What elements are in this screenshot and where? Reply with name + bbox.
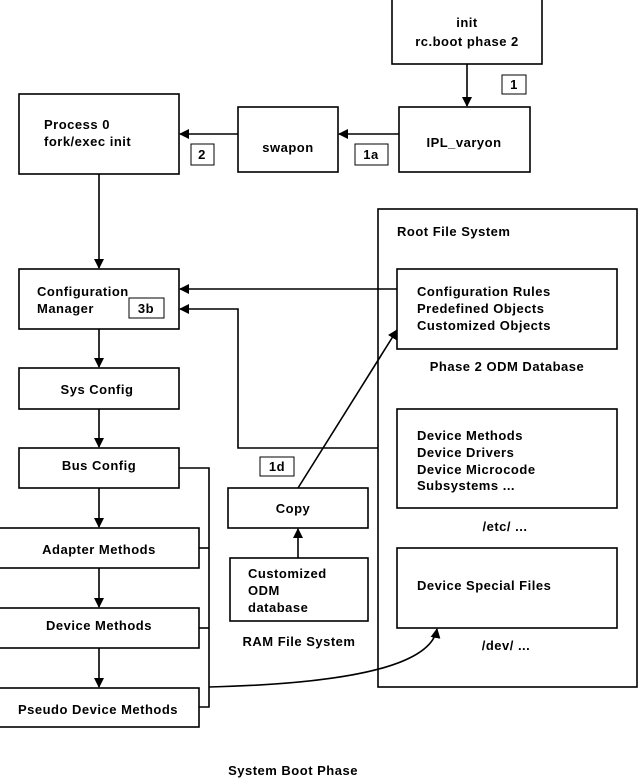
customized-odm-line-3: database bbox=[248, 600, 308, 615]
arrow-copy-to-odm bbox=[297, 329, 398, 489]
odm-line-1: Configuration Rules bbox=[417, 284, 551, 299]
diagram-caption: System Boot Phase bbox=[228, 763, 358, 778]
odm-line-3: Customized Objects bbox=[417, 318, 551, 333]
odm-objects-box: Configuration Rules Predefined Objects C… bbox=[396, 268, 618, 350]
root-file-system-label: Root File System bbox=[397, 224, 510, 239]
etc-line-1: Device Methods bbox=[417, 428, 523, 443]
process0-line-1: Process 0 bbox=[44, 117, 110, 132]
methods-bracket-line bbox=[179, 467, 210, 708]
customized-odm-box: Customized ODM database bbox=[229, 557, 369, 622]
config-manager-line-2: Manager bbox=[37, 301, 94, 316]
adapter-methods-box: Adapter Methods bbox=[0, 527, 200, 569]
step-tag-3b-text: 3b bbox=[138, 301, 154, 316]
swapon-label: swapon bbox=[262, 140, 313, 155]
copy-label: Copy bbox=[276, 501, 311, 516]
process0-line-2: fork/exec init bbox=[44, 134, 131, 149]
step-tag-1d bbox=[259, 456, 295, 477]
dev-contents-label: Device Special Files bbox=[417, 578, 551, 593]
pseudo-device-methods-box: Pseudo Device Methods bbox=[0, 687, 200, 728]
pseudo-device-methods-label: Pseudo Device Methods bbox=[18, 702, 178, 717]
process0-box: Process 0 fork/exec init bbox=[18, 93, 180, 175]
step-tag-2 bbox=[190, 143, 215, 166]
dev-label: /dev/ ... bbox=[482, 638, 531, 653]
init-line-1: init bbox=[456, 15, 478, 30]
swapon-box: swapon bbox=[237, 106, 339, 173]
sys-config-box: Sys Config bbox=[18, 367, 180, 410]
etc-line-2: Device Drivers bbox=[417, 445, 514, 460]
copy-box: Copy bbox=[227, 487, 369, 529]
etc-line-4: Subsystems ... bbox=[417, 478, 515, 493]
step-tag-1-text: 1 bbox=[510, 77, 518, 92]
device-methods-box: Device Methods bbox=[0, 607, 200, 649]
customized-odm-line-1: Customized bbox=[248, 566, 327, 581]
config-manager-line-1: Configuration bbox=[37, 284, 129, 299]
etc-label: /etc/ ... bbox=[483, 519, 528, 534]
ipl-varyon-box: IPL_varyon bbox=[398, 106, 531, 173]
ipl-varyon-label: IPL_varyon bbox=[426, 135, 501, 150]
phase2-odm-label: Phase 2 ODM Database bbox=[430, 359, 585, 374]
step-tag-3b bbox=[128, 297, 165, 319]
odm-line-2: Predefined Objects bbox=[417, 301, 544, 316]
step-tag-1a-text: 1a bbox=[363, 147, 379, 162]
step-tag-1a bbox=[354, 143, 389, 166]
customized-odm-line-2: ODM bbox=[248, 583, 280, 598]
step-tag-2-text: 2 bbox=[198, 147, 206, 162]
dev-contents-box: Device Special Files bbox=[396, 547, 618, 629]
adapter-methods-label: Adapter Methods bbox=[42, 542, 156, 557]
etc-line-3: Device Microcode bbox=[417, 462, 536, 477]
step-tag-1 bbox=[501, 74, 527, 95]
init-line-2: rc.boot phase 2 bbox=[415, 34, 519, 49]
step-tag-1d-text: 1d bbox=[269, 459, 285, 474]
arrow-etc-to-config-manager bbox=[179, 304, 378, 449]
bus-config-label: Bus Config bbox=[62, 458, 136, 473]
device-methods-label: Device Methods bbox=[46, 618, 152, 633]
init-box: init rc.boot phase 2 bbox=[391, 0, 543, 65]
etc-contents-box: Device Methods Device Drivers Device Mic… bbox=[396, 408, 618, 509]
bus-config-box: Bus Config bbox=[18, 447, 180, 489]
sys-config-label: Sys Config bbox=[61, 382, 134, 397]
arrow-methods-to-dev bbox=[208, 628, 441, 688]
ram-file-system-label: RAM File System bbox=[243, 634, 356, 649]
